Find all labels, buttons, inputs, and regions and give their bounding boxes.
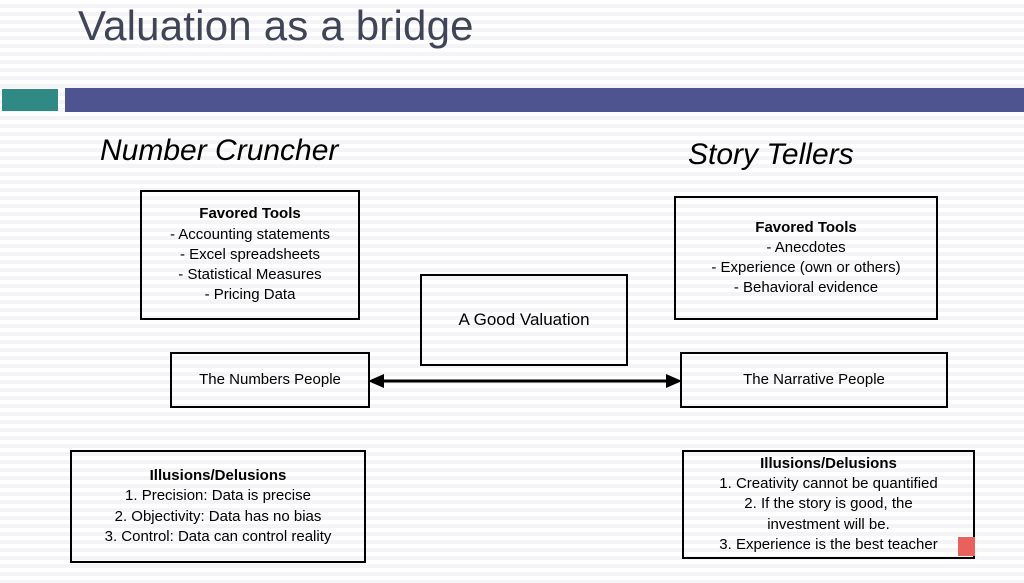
box-title: Favored Tools [199, 205, 301, 223]
accent-square-teal [2, 89, 58, 111]
box-line: 1. Precision: Data is precise [125, 487, 311, 505]
box-illusions-right: Illusions/Delusions 1. Creativity cannot… [682, 450, 975, 559]
box-good-valuation: A Good Valuation [420, 274, 628, 366]
box-line: 3. Control: Data can control reality [104, 527, 332, 545]
box-line: - Experience (own or others) [711, 259, 901, 276]
box-title: Favored Tools [755, 218, 857, 236]
box-line: A Good Valuation [458, 309, 590, 329]
box-narrative-people: The Narrative People [680, 352, 948, 408]
red-square-marker [958, 537, 975, 556]
box-favored-tools-right: Favored Tools - Anecdotes - Experience (… [674, 196, 938, 320]
box-line: The Numbers People [199, 370, 341, 388]
box-illusions-left: Illusions/Delusions 1. Precision: Data i… [70, 450, 366, 563]
box-title: Illusions/Delusions [149, 467, 287, 484]
box-line: 2. Objectivity: Data has no bias [114, 507, 322, 525]
box-favored-tools-left: Favored Tools - Accounting statements - … [140, 190, 360, 320]
box-line: - Anecdotes [766, 238, 846, 256]
box-numbers-people: The Numbers People [170, 352, 370, 408]
box-line: - Excel spreadsheets [179, 245, 321, 263]
box-line: The Narrative People [743, 370, 885, 388]
box-line: - Statistical Measures [178, 266, 322, 284]
column-heading-right: Story Tellers [688, 138, 854, 171]
column-heading-left: Number Cruncher [100, 134, 339, 167]
box-title: Illusions/Delusions [760, 454, 897, 472]
box-line: - Accounting statements [169, 225, 331, 243]
box-line: - Behavioral evidence [733, 279, 879, 297]
accent-bar-purple [65, 88, 1024, 112]
box-line: - Pricing Data [204, 286, 296, 304]
box-line: 2. If the story is good, the investment … [744, 495, 913, 533]
box-line: 3. Experience is the best teacher [719, 535, 938, 553]
page-title: Valuation as a bridge [78, 2, 474, 49]
box-line: 1. Creativity cannot be quantified [719, 475, 938, 493]
double-headed-arrow-icon [368, 374, 682, 388]
